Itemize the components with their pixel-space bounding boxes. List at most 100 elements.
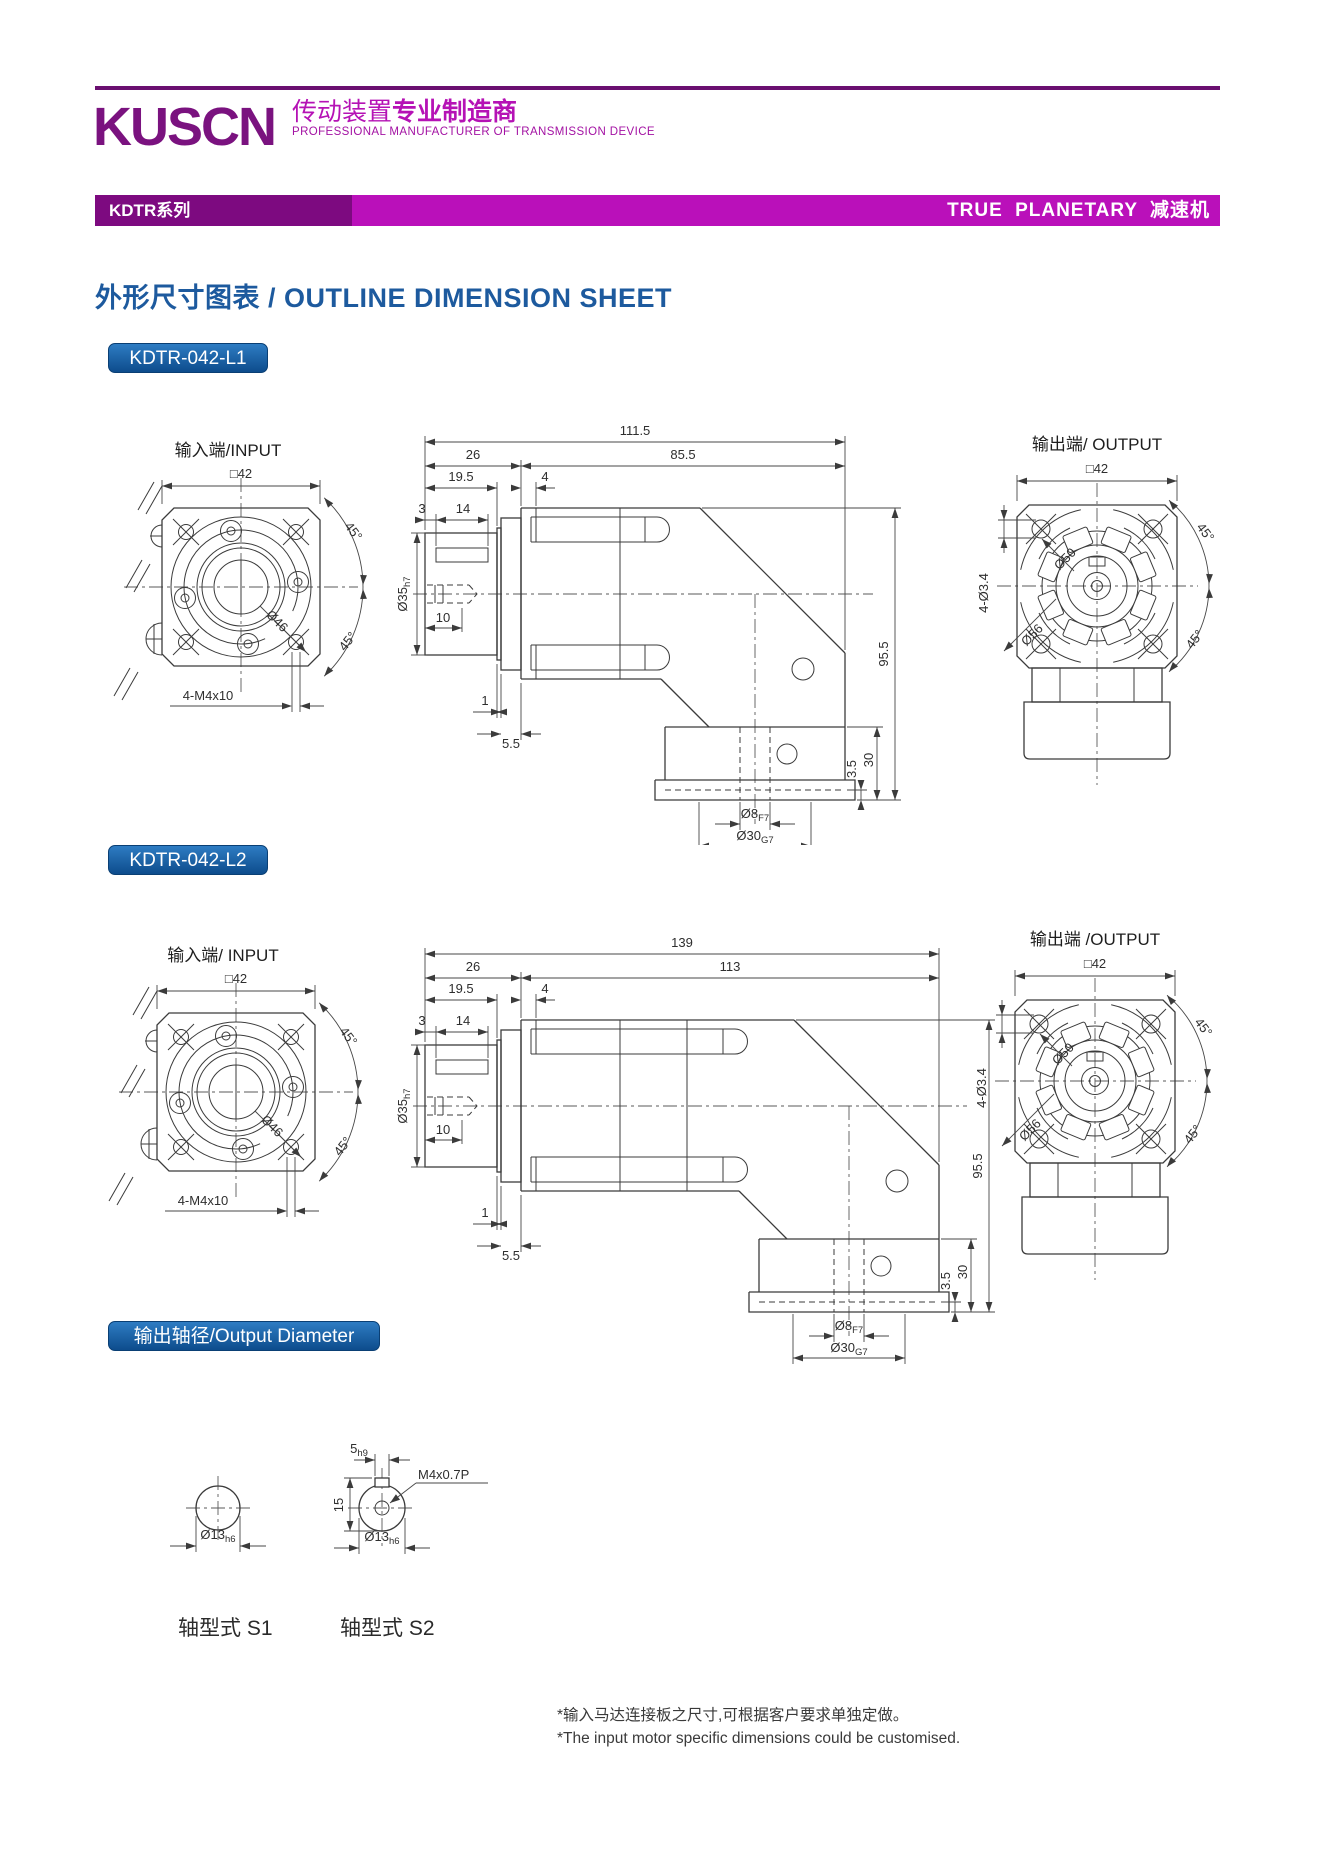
motor-break-lines xyxy=(113,481,163,701)
dim-height: 95.5 xyxy=(876,641,891,666)
brand-tagline-en: PROFESSIONAL MANUFACTURER OF TRANSMISSIO… xyxy=(292,126,655,138)
dim-holes: 4-Ø3.4 xyxy=(974,1068,989,1108)
dim-angle-top: 45° xyxy=(342,519,366,544)
dim-bore: Ø8F7 xyxy=(741,806,769,824)
dim-pilot: 19.5 xyxy=(448,469,473,484)
view-title: 输出端/ OUTPUT xyxy=(1032,435,1162,454)
tagline-cn-regular: 传动装置 xyxy=(292,98,393,126)
view-title: 输入端/ INPUT xyxy=(167,946,278,965)
dim-spigot: Ø30G7 xyxy=(830,1340,867,1358)
dim-key-offset: 3 xyxy=(418,1013,425,1028)
l2-input-view: 输入端/ INPUT xyxy=(108,946,362,1217)
view-title: 输出端 /OUTPUT xyxy=(1030,930,1160,949)
dim-holes: 4-Ø3.4 xyxy=(976,573,991,613)
view-title: 输入端/INPUT xyxy=(175,441,282,460)
dim-square: □42 xyxy=(1086,461,1108,476)
dim-flange-t: 5.5 xyxy=(502,1248,520,1263)
dim-pilot: 19.5 xyxy=(448,981,473,996)
gearbox-body xyxy=(520,1019,940,1240)
drawing-kdtr-042-l1: 输入端/INPUT xyxy=(113,423,1218,845)
output-diameter-badge: 输出轴径/Output Diameter xyxy=(108,1321,380,1351)
product-banner: TRUE PLANETARY 减速机 xyxy=(352,195,1220,226)
model-badge-l2: KDTR-042-L2 xyxy=(108,845,268,875)
dim-square: □42 xyxy=(230,466,252,481)
dim-angle-top: 45° xyxy=(337,1024,361,1049)
dim-flange-t: 5.5 xyxy=(502,736,520,751)
shaft-s1-label: 轴型式 S1 xyxy=(178,1617,273,1640)
dim-front: 26 xyxy=(466,447,480,462)
dim-spigot: Ø30G7 xyxy=(736,828,773,845)
dim-angle-bottom: 45° xyxy=(1182,627,1206,652)
brand-logo: KUSCN xyxy=(93,97,277,157)
output-housing xyxy=(654,653,856,801)
dim-front: 26 xyxy=(466,959,480,974)
dim-angle-top: 45° xyxy=(1194,520,1218,545)
series-banner: KDTR系列 xyxy=(95,195,352,226)
motor-break-lines xyxy=(108,986,158,1206)
dim-plate: 4 xyxy=(541,981,548,996)
dim-bore: Ø8F7 xyxy=(835,1318,863,1336)
dim-angle-bottom: 45° xyxy=(1180,1122,1204,1147)
page-title: 外形尺寸图表 / OUTLINE DIMENSION SHEET xyxy=(95,283,673,313)
header-rule xyxy=(95,86,1220,90)
l2-side-view: 139 26 113 19.5 4 3 14 xyxy=(395,935,995,1364)
dim-square: □42 xyxy=(1084,956,1106,971)
clamp-screw-heads xyxy=(174,520,309,655)
model-badge-l1: KDTR-042-L1 xyxy=(108,343,268,373)
dim-s2-key: 5h9 xyxy=(350,1441,368,1459)
corner-holes xyxy=(1023,1008,1167,1155)
dim-screws: 4-M4x10 xyxy=(178,1193,229,1208)
dim-s2-dia: Ø13h6 xyxy=(364,1529,399,1547)
shaft-s2: 5h9 15 M4x0.7P Ø13h6 轴型式 S2 xyxy=(331,1441,488,1640)
dim-tap-depth: 10 xyxy=(436,610,450,625)
dim-shaft-dia: Ø35h7 xyxy=(395,1088,413,1123)
coupling-slots xyxy=(1037,526,1157,646)
dim-step: 1 xyxy=(481,693,488,708)
dim-angle-bottom: 45° xyxy=(330,1134,354,1159)
dim-key-offset: 3 xyxy=(418,501,425,516)
dim-foot2: 30 xyxy=(861,753,876,767)
body-below xyxy=(1021,1162,1169,1255)
dim-body: 113 xyxy=(720,959,741,974)
keyway xyxy=(374,1477,390,1488)
footnote: *输入马达连接板之尺寸,可根据客户要求单独定做。 *The input moto… xyxy=(557,1704,960,1750)
l1-side-view: 111.5 26 85.5 19.5 4 3 14 xyxy=(395,423,901,845)
l1-output-view: 输出端/ OUTPUT xyxy=(976,435,1218,785)
dim-foot: 3.5 xyxy=(844,760,859,778)
dim-total: 111.5 xyxy=(620,423,651,438)
dimensions: 111.5 26 85.5 19.5 4 3 14 xyxy=(395,423,901,845)
dim-plate: 4 xyxy=(541,469,548,484)
dim-tap-depth: 10 xyxy=(436,1122,450,1137)
input-hub xyxy=(424,532,498,656)
footnote-cn: *输入马达连接板之尺寸,可根据客户要求单独定做。 xyxy=(557,1707,909,1724)
dim-shaft-dia: Ø35h7 xyxy=(395,576,413,611)
tagline-cn-bold: 专业制造商 xyxy=(392,98,518,126)
dim-total: 139 xyxy=(671,935,693,950)
shaft-s2-label: 轴型式 S2 xyxy=(340,1617,435,1640)
gearbox-body xyxy=(520,507,846,728)
dimensions: 139 26 113 19.5 4 3 14 xyxy=(395,935,995,1364)
dim-key-len: 14 xyxy=(456,1013,470,1028)
dim-height: 95.5 xyxy=(970,1153,985,1178)
clamp-screw-heads xyxy=(169,1025,304,1160)
dim-body: 85.5 xyxy=(670,447,695,462)
dim-key-len: 14 xyxy=(456,501,470,516)
dim-screws: 4-M4x10 xyxy=(183,688,234,703)
dim-s1-dia: Ø13h6 xyxy=(200,1527,235,1545)
l1-input-view: 输入端/INPUT xyxy=(113,441,367,712)
output-housing xyxy=(748,1165,950,1313)
dim-step: 1 xyxy=(481,1205,488,1220)
dim-foot2: 30 xyxy=(955,1265,970,1279)
dim-angle-bottom: 45° xyxy=(335,629,359,654)
dim-bolt-circle: Ø46 xyxy=(263,607,291,635)
dim-bolt-circle: Ø46 xyxy=(258,1112,286,1140)
drawing-shaft-types: Ø13h6 轴型式 S1 5h9 15 M4x0.7P Ø13h6 轴型式 S2 xyxy=(170,1441,488,1640)
shaft-s1: Ø13h6 轴型式 S1 xyxy=(170,1476,273,1640)
dim-square: □42 xyxy=(225,971,247,986)
brand-tagline-cn: 传动装置专业制造商 xyxy=(292,92,517,128)
coupling-slots xyxy=(1035,1021,1155,1141)
body-below xyxy=(1023,667,1171,760)
footnote-en: *The input motor specific dimensions cou… xyxy=(557,1730,961,1747)
corner-holes xyxy=(1025,513,1169,660)
